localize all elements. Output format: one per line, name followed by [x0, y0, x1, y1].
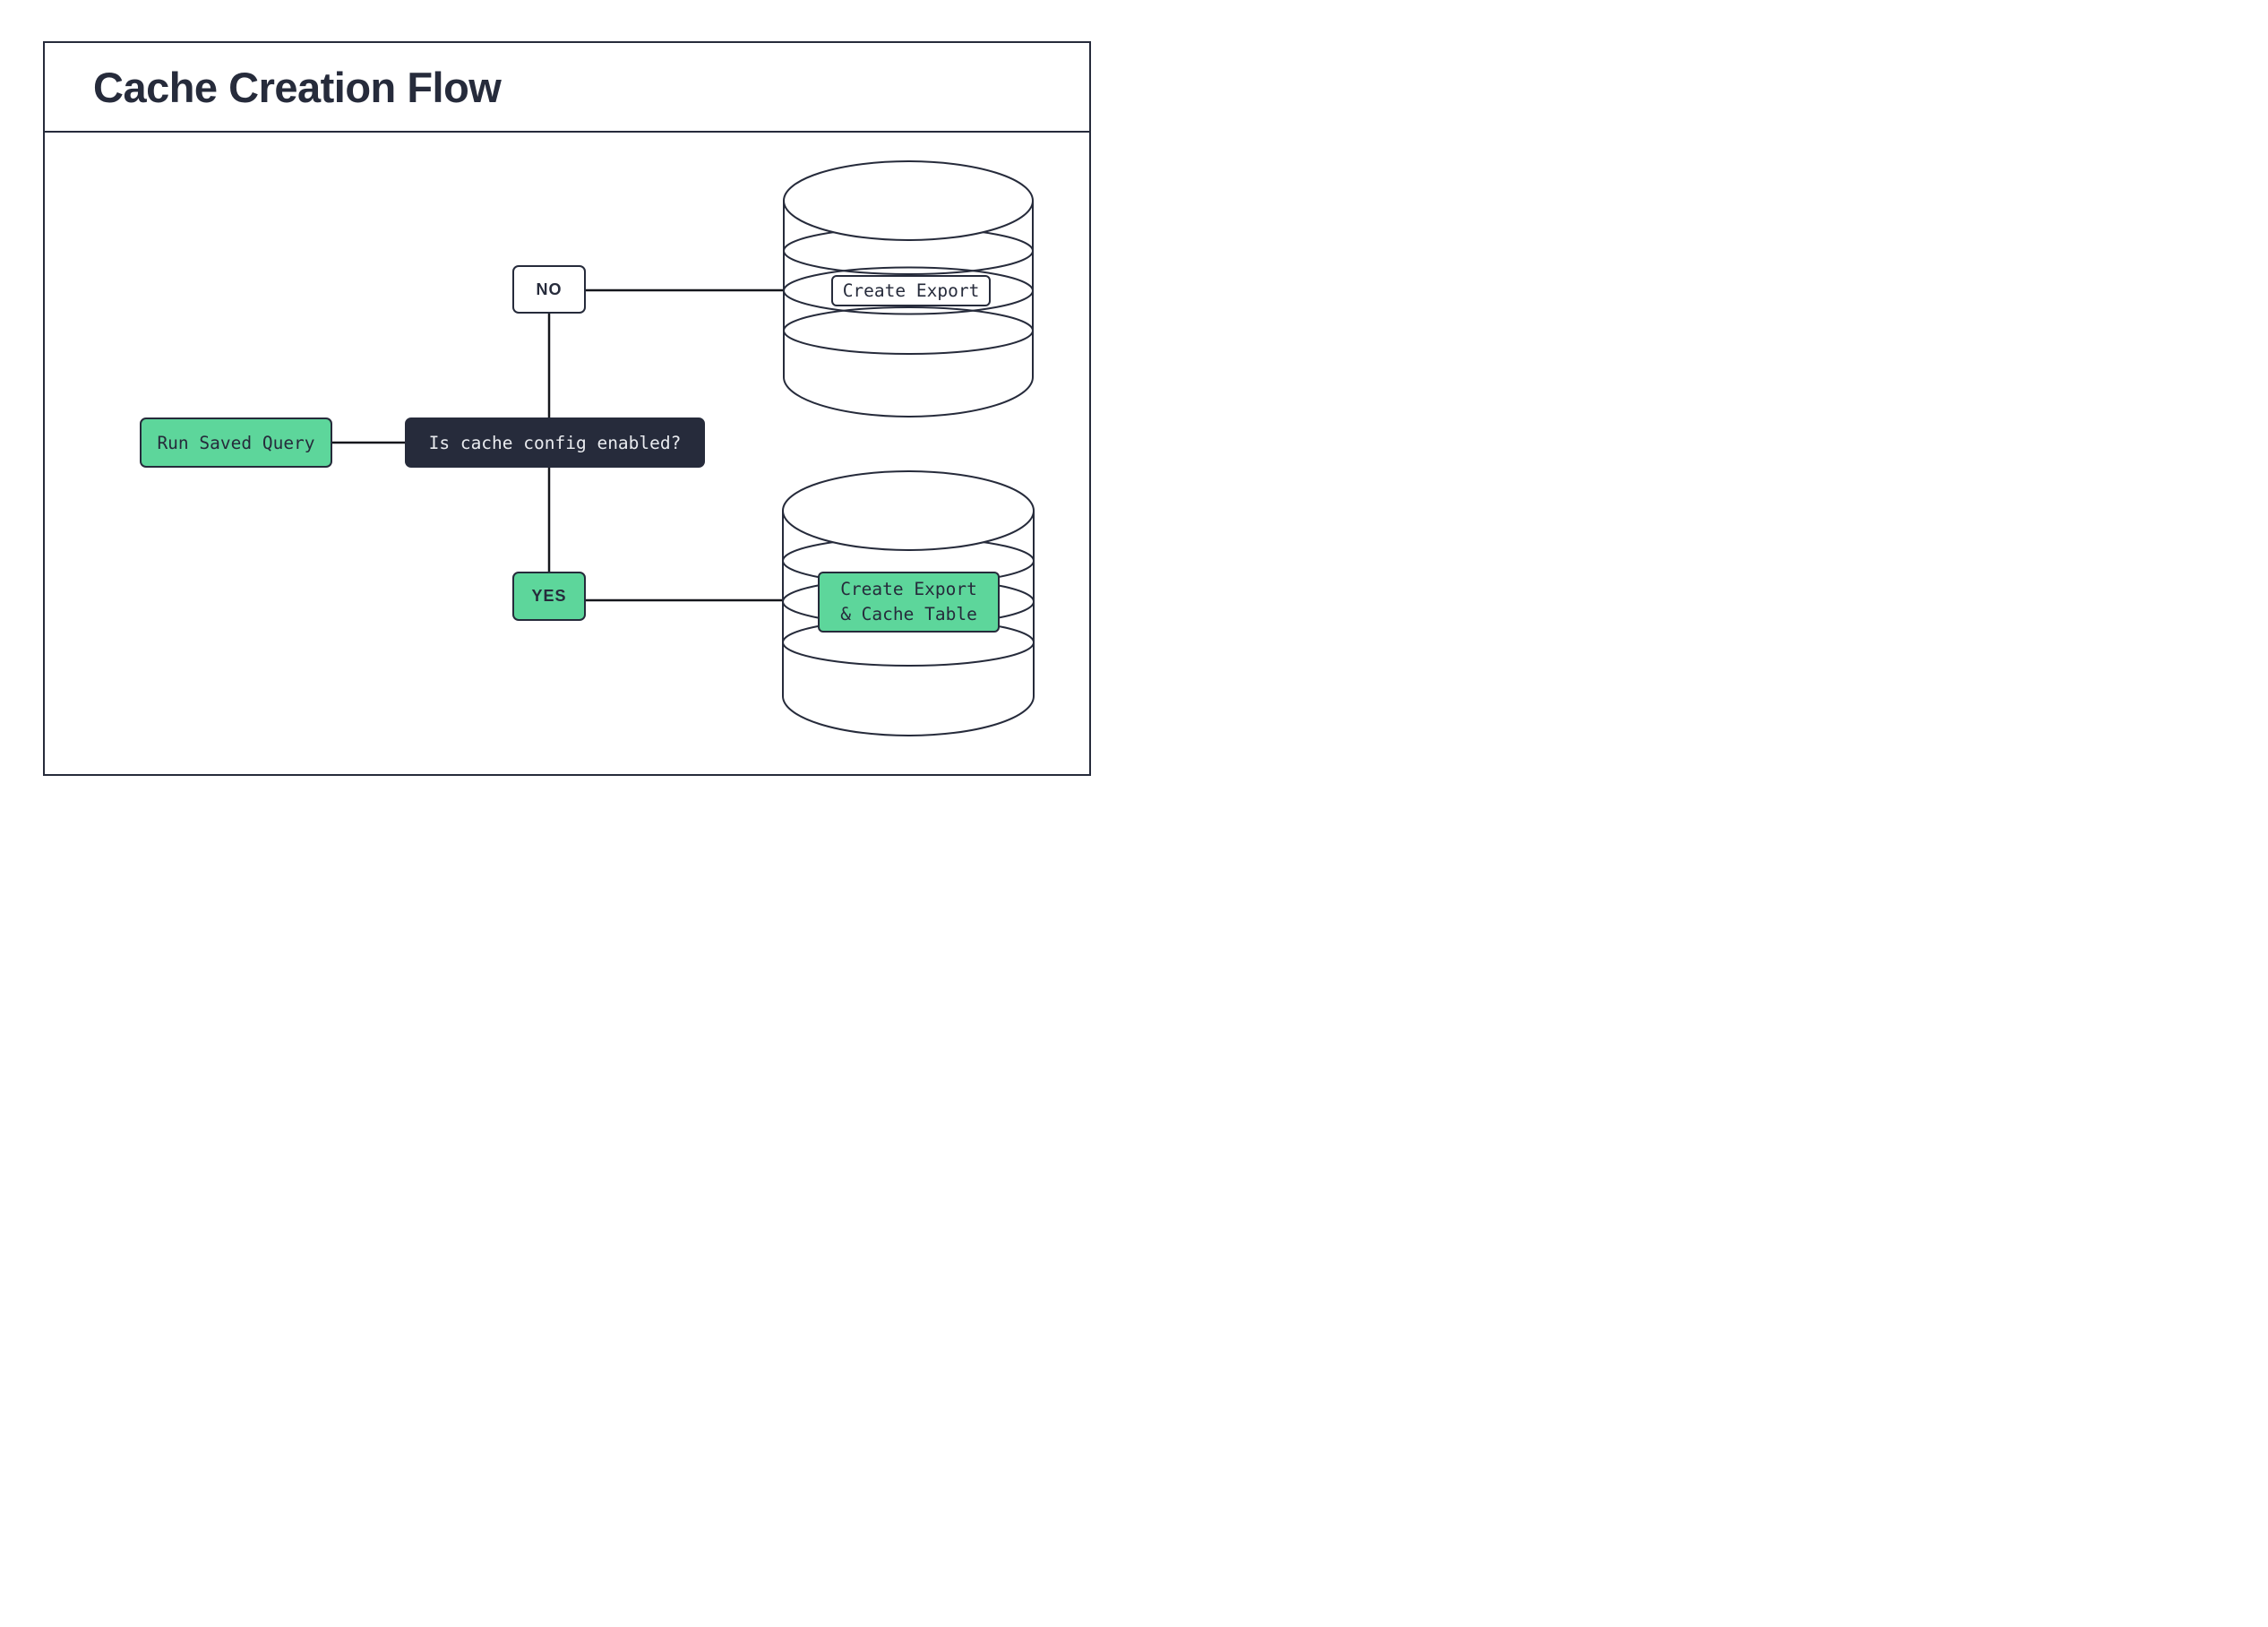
yes-branch-node: YES	[512, 572, 586, 621]
cache-config-decision-label: Is cache config enabled?	[428, 432, 682, 453]
no-branch-node: NO	[512, 265, 586, 314]
cache-config-decision-node: Is cache config enabled?	[405, 418, 705, 468]
yes-branch-label: YES	[531, 587, 567, 605]
run-saved-query-label: Run Saved Query	[157, 432, 315, 453]
flowchart-graphics	[332, 160, 1035, 736]
create-export-cache-line1: Create Export	[840, 579, 977, 600]
create-export-cache-table-label: Create Export & Cache Table	[818, 572, 1000, 633]
run-saved-query-node: Run Saved Query	[140, 418, 332, 468]
create-export-cache-line2: & Cache Table	[840, 604, 977, 624]
page-title: Cache Creation Flow	[93, 63, 502, 111]
database-icon-top	[783, 160, 1034, 418]
create-export-label: Create Export	[831, 275, 991, 306]
no-branch-label: NO	[536, 280, 563, 298]
diagram-canvas: Cache Creation Flow	[0, 0, 1134, 814]
create-export-text: Create Export	[842, 280, 980, 301]
title-bar: Cache Creation Flow	[45, 43, 1089, 133]
